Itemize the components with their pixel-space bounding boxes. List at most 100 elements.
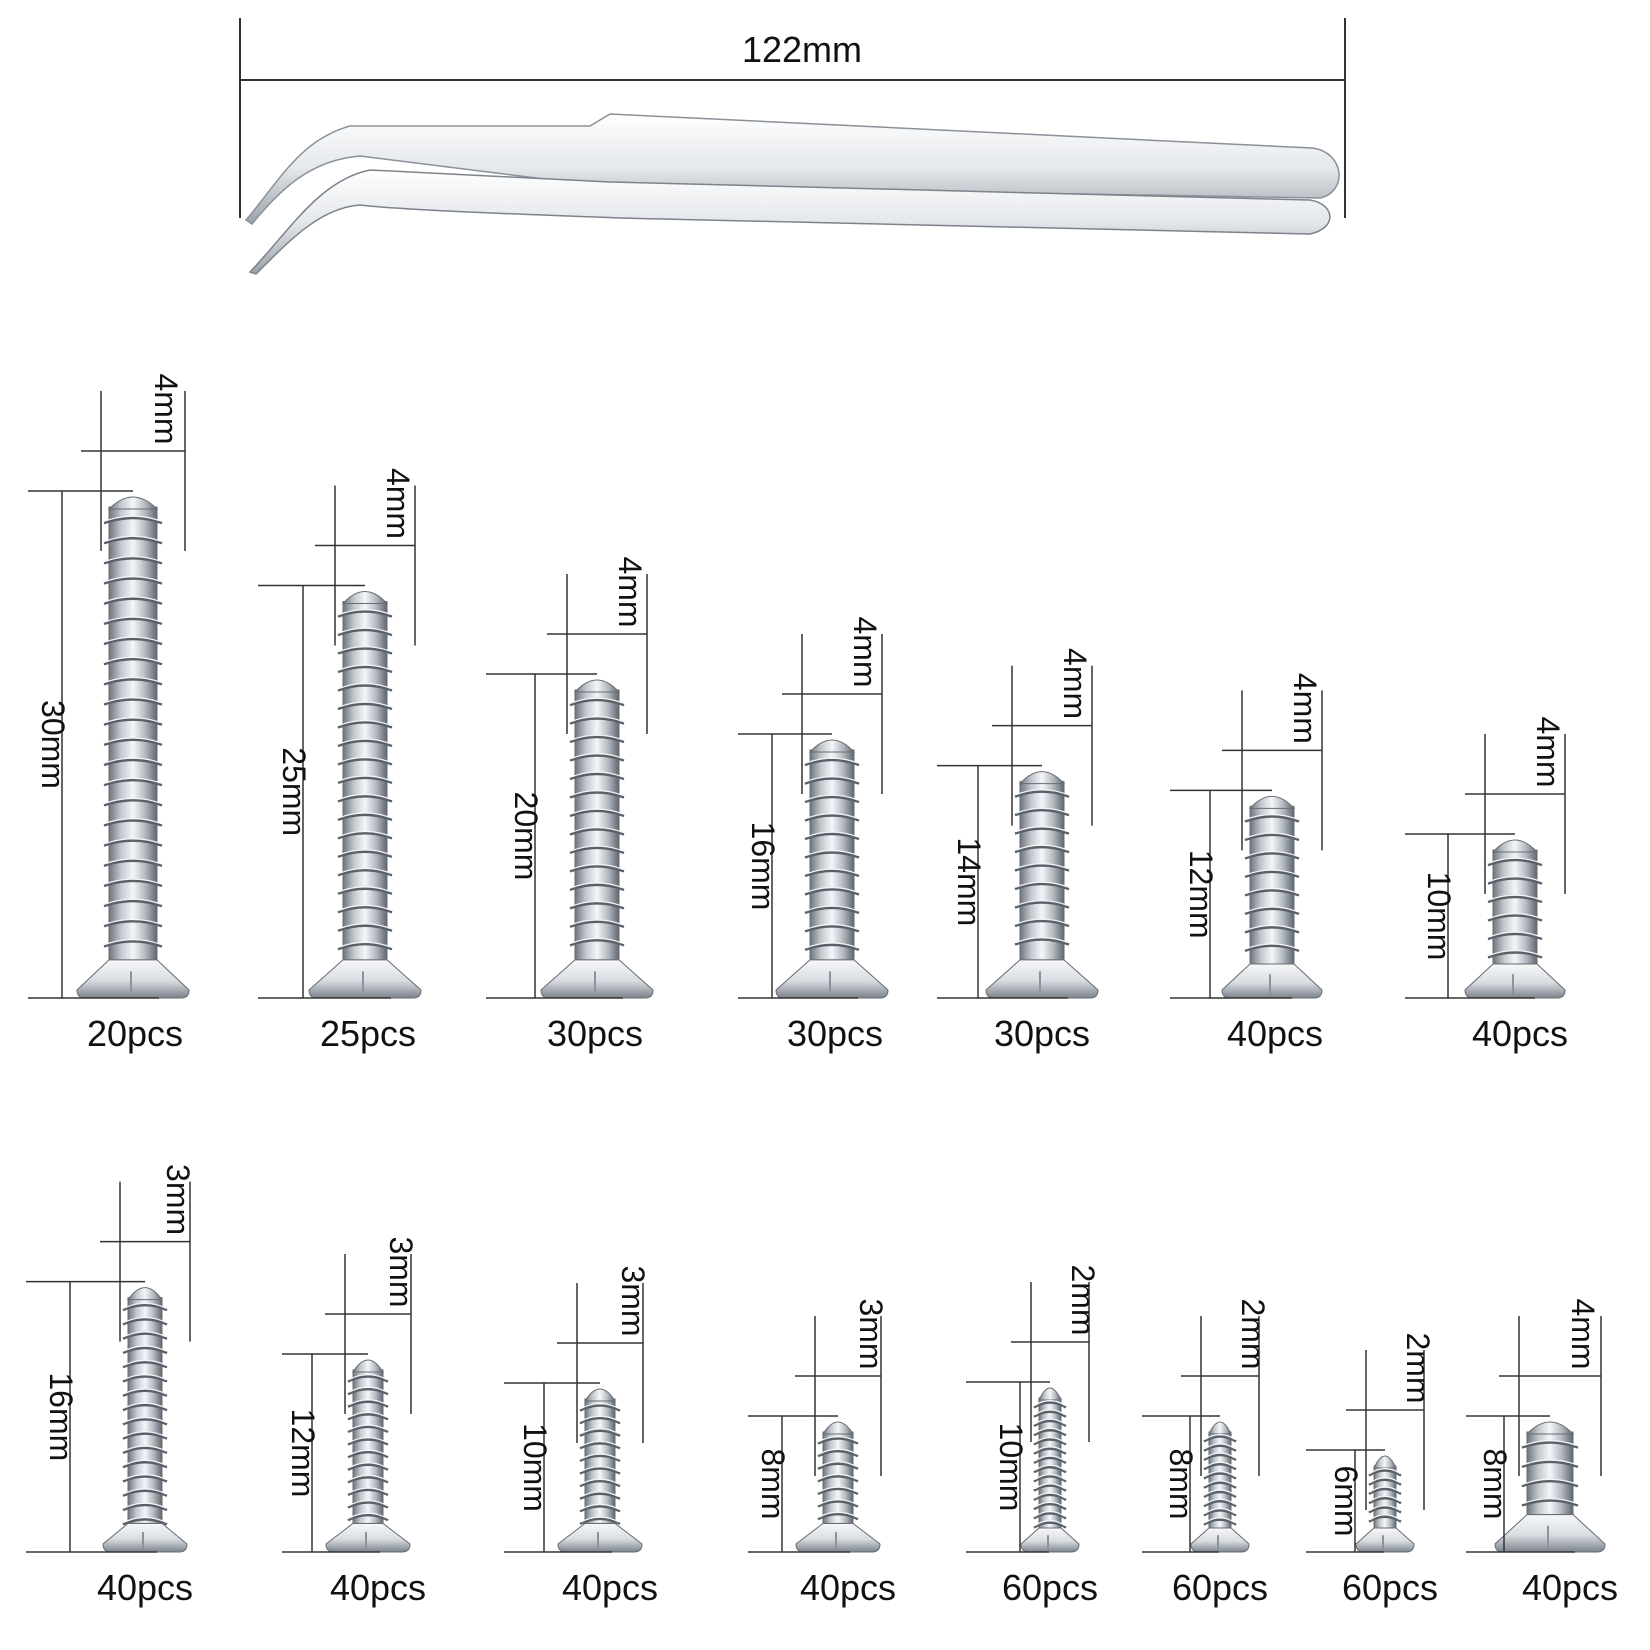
screw-head-label: 4mm bbox=[1565, 1298, 1601, 1369]
screw-count-label: 40pcs bbox=[330, 1567, 426, 1608]
head-dimension: 2mm bbox=[1011, 1264, 1101, 1442]
screw-head-label: 3mm bbox=[615, 1265, 651, 1336]
length-dimension: 10mm bbox=[504, 1382, 612, 1553]
screw-length-label: 6mm bbox=[1328, 1465, 1364, 1536]
screw-count-label: 40pcs bbox=[97, 1567, 193, 1608]
length-dimension: 12mm bbox=[282, 1353, 380, 1553]
screw-length-label: 14mm bbox=[951, 837, 987, 926]
length-dimension: 20mm bbox=[486, 673, 623, 999]
screw-item: 8mm 2mm 60pcs bbox=[1142, 1298, 1271, 1608]
head-dimension: 3mm bbox=[325, 1236, 419, 1414]
screw-count-label: 60pcs bbox=[1002, 1567, 1098, 1608]
head-dimension: 3mm bbox=[557, 1265, 651, 1443]
screw bbox=[1464, 839, 1566, 999]
head-dimension: 4mm bbox=[547, 556, 648, 734]
screw-head-label: 3mm bbox=[853, 1298, 889, 1369]
head-dimension: 4mm bbox=[81, 373, 186, 551]
screw-length-label: 10mm bbox=[1421, 872, 1457, 961]
screw-count-label: 40pcs bbox=[1472, 1013, 1568, 1054]
head-dimension: 2mm bbox=[1181, 1298, 1271, 1476]
screw-head-label: 2mm bbox=[1400, 1332, 1436, 1403]
screw bbox=[540, 679, 654, 999]
screw-count-label: 40pcs bbox=[562, 1567, 658, 1608]
screw-count-label: 60pcs bbox=[1172, 1567, 1268, 1608]
length-dimension: 16mm bbox=[738, 733, 858, 999]
screw-count-label: 30pcs bbox=[547, 1013, 643, 1054]
screw-head-label: 2mm bbox=[1065, 1264, 1101, 1335]
length-dimension: 16mm bbox=[26, 1280, 157, 1553]
screw-length-label: 10mm bbox=[517, 1423, 553, 1512]
screw-item: 12mm 3mm 40pcs bbox=[282, 1236, 426, 1608]
screw-head-label: 2mm bbox=[1235, 1298, 1271, 1369]
screw-count-label: 30pcs bbox=[787, 1013, 883, 1054]
screw bbox=[102, 1287, 188, 1553]
screw-item: 10mm 3mm 40pcs bbox=[504, 1265, 658, 1608]
screw-length-label: 12mm bbox=[1183, 850, 1219, 939]
tweezer-length-label: 122mm bbox=[742, 29, 862, 70]
head-dimension: 4mm bbox=[1465, 716, 1566, 894]
screw-length-label: 8mm bbox=[1477, 1448, 1513, 1519]
screw-count-label: 60pcs bbox=[1342, 1567, 1438, 1608]
screw-length-label: 10mm bbox=[993, 1423, 1029, 1512]
screw-head-label: 4mm bbox=[1057, 648, 1093, 719]
screw-head-label: 4mm bbox=[847, 616, 883, 687]
screw bbox=[775, 739, 889, 999]
screw-count-label: 40pcs bbox=[800, 1567, 896, 1608]
head-dimension: 2mm bbox=[1346, 1332, 1436, 1510]
screw-count-label: 20pcs bbox=[87, 1013, 183, 1054]
screw-length-label: 30mm bbox=[35, 700, 71, 789]
length-dimension: 8mm bbox=[1142, 1415, 1220, 1553]
screw bbox=[795, 1421, 881, 1553]
screw-count-label: 30pcs bbox=[994, 1013, 1090, 1054]
screw-head-label: 3mm bbox=[383, 1236, 419, 1307]
screw bbox=[325, 1359, 411, 1553]
screw-head-label: 4mm bbox=[1287, 673, 1323, 744]
screw-length-label: 12mm bbox=[285, 1409, 321, 1498]
tweezer-lower-arm bbox=[248, 169, 1331, 275]
head-dimension: 4mm bbox=[315, 468, 416, 646]
screw-length-label: 8mm bbox=[1163, 1448, 1199, 1519]
screw-length-label: 16mm bbox=[745, 822, 781, 911]
screw bbox=[1355, 1455, 1415, 1553]
screw-grid: 30mm4mm20pcs25mm4mm25pcs20mm4mm30pcs16mm… bbox=[26, 373, 1618, 1608]
screw-item: 8mm 3mm 40pcs bbox=[748, 1298, 896, 1608]
screw-item: 10mm 4mm 40pcs bbox=[1405, 716, 1568, 1054]
head-dimension: 4mm bbox=[782, 616, 883, 794]
tweezer-upper-arm bbox=[244, 113, 1340, 226]
length-dimension: 14mm bbox=[937, 764, 1068, 999]
screw-item: 10mm 2mm 60pcs bbox=[966, 1264, 1101, 1608]
screw-head-label: 4mm bbox=[612, 556, 648, 627]
length-dimension: 8mm bbox=[748, 1415, 850, 1553]
screw bbox=[308, 591, 422, 999]
length-dimension: 8mm bbox=[1466, 1415, 1575, 1553]
length-dimension: 6mm bbox=[1306, 1449, 1385, 1553]
length-dimension: 10mm bbox=[1405, 833, 1535, 999]
screw bbox=[1190, 1421, 1250, 1553]
screw-head-label: 4mm bbox=[1530, 716, 1566, 787]
screw-head-label: 4mm bbox=[148, 373, 184, 444]
screw-item: 20mm 4mm 30pcs bbox=[486, 556, 654, 1054]
screw-length-label: 25mm bbox=[276, 747, 312, 836]
length-dimension: 10mm bbox=[966, 1381, 1050, 1553]
head-dimension: 3mm bbox=[795, 1298, 889, 1476]
length-dimension: 30mm bbox=[28, 490, 159, 999]
screw bbox=[557, 1388, 643, 1553]
tweezer: 122mm bbox=[239, 18, 1346, 275]
head-dimension: 4mm bbox=[1499, 1298, 1602, 1476]
screw-item: 14mm 4mm 30pcs bbox=[937, 648, 1099, 1054]
screw bbox=[1494, 1421, 1606, 1553]
head-dimension: 4mm bbox=[1222, 673, 1323, 851]
head-dimension: 3mm bbox=[100, 1164, 196, 1342]
screw-length-label: 16mm bbox=[43, 1372, 79, 1461]
screw-length-label: 8mm bbox=[755, 1448, 791, 1519]
screw-item: 30mm 4mm 20pcs bbox=[28, 373, 190, 1054]
length-dimension: 25mm bbox=[258, 584, 391, 999]
screw bbox=[1020, 1387, 1080, 1553]
head-dimension: 4mm bbox=[992, 648, 1093, 826]
screw bbox=[985, 771, 1099, 999]
screw-item: 16mm 4mm 30pcs bbox=[738, 616, 889, 1054]
screw bbox=[76, 496, 190, 999]
